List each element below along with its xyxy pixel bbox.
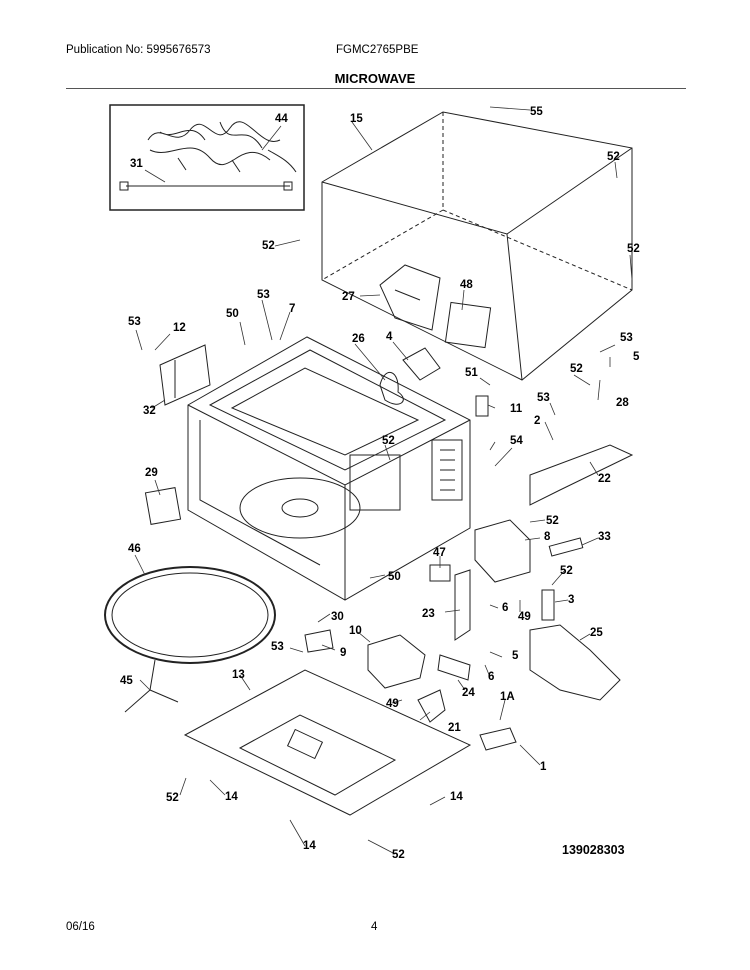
bracket-23 (454, 569, 471, 641)
callout-label: 52 (546, 515, 559, 527)
bracket-21 (417, 689, 446, 723)
callout-label: 49 (518, 611, 531, 623)
callout-label: 11 (510, 403, 523, 415)
callout-label: 14 (303, 840, 316, 852)
callout-label: 28 (616, 397, 629, 409)
callout-label: 5 (512, 650, 519, 662)
model-number: FGMC2765PBE (336, 44, 419, 56)
callout-label: 55 (530, 106, 543, 118)
footer-date: 06/16 (66, 921, 95, 933)
header-rule (66, 88, 686, 89)
callout-label: 10 (349, 625, 362, 637)
callout-label: 14 (225, 791, 238, 803)
capacitor-3 (541, 589, 555, 621)
callout-label: 44 (275, 113, 288, 125)
label-48 (444, 301, 492, 349)
callout-label: 2 (534, 415, 540, 427)
callout-label: 8 (544, 531, 551, 543)
figure-id: 139028303 (562, 843, 625, 857)
callout-label: 53 (128, 316, 141, 328)
callout-label: 26 (352, 333, 365, 345)
callout-label: 52 (262, 240, 275, 252)
bottom-plate-13 (183, 669, 472, 816)
callout-label: 5 (633, 351, 640, 363)
callout-label: 53 (537, 392, 550, 404)
callout-label: 52 (166, 792, 179, 804)
callout-label: 52 (627, 243, 640, 255)
callout-label: 6 (502, 602, 508, 614)
outer-cabinet (321, 111, 633, 381)
callout-label: 53 (271, 641, 284, 653)
callout-label: 47 (433, 547, 446, 559)
transformer-10 (367, 634, 426, 689)
callout-label: 53 (620, 332, 633, 344)
callout-label: 21 (448, 722, 461, 734)
callout-label: 12 (173, 322, 186, 334)
callout-label: 54 (510, 435, 523, 447)
callout-label: 23 (422, 608, 435, 620)
leader-lines (134, 106, 633, 855)
callout-label: 15 (350, 113, 363, 125)
callout-label: 1 (540, 761, 547, 773)
callout-label: 7 (289, 303, 295, 315)
part-33 (548, 537, 584, 557)
fan-duct-25 (529, 624, 621, 701)
turntable-ring-46 (104, 566, 276, 664)
transformer-8 (474, 519, 531, 583)
fan-blade-26 (379, 372, 404, 405)
callout-label: 13 (232, 669, 245, 681)
callout-label: 24 (462, 687, 475, 699)
callout-label: 50 (388, 571, 401, 583)
callout-label: 31 (130, 158, 143, 170)
callout-label: 3 (568, 594, 574, 606)
page-number: 4 (371, 921, 378, 933)
diode-9 (304, 629, 334, 653)
callout-label: 52 (607, 151, 620, 163)
callout-label: 29 (145, 467, 158, 479)
bracket-24 (437, 654, 471, 681)
diagram-title: MICROWAVE (334, 71, 416, 86)
label-29 (144, 487, 182, 525)
bracket-22 (529, 444, 634, 506)
callout-label: 51 (465, 367, 478, 379)
roller-support-45 (124, 659, 179, 713)
callout-label: 33 (598, 531, 611, 543)
oven-cavity (187, 336, 471, 601)
callout-label: 32 (143, 405, 156, 417)
callout-label: 48 (460, 279, 473, 291)
callout-label: 45 (120, 675, 133, 687)
callout-label: 52 (560, 565, 573, 577)
fuse-1a (479, 727, 517, 751)
callout-label: 27 (342, 291, 355, 303)
fan-motor-4 (402, 347, 441, 381)
wire-harness-illustration (147, 121, 297, 173)
callout-label: 52 (392, 849, 405, 861)
callout-label: 53 (257, 289, 270, 301)
callout-label: 22 (598, 473, 611, 485)
publication-number: Publication No: 5995676573 (66, 44, 211, 56)
switch-11 (475, 395, 489, 417)
callout-label: 30 (331, 611, 344, 623)
callout-label: 49 (386, 698, 399, 710)
callout-label: 46 (128, 543, 141, 555)
callout-label: 52 (382, 435, 395, 447)
wire-lead-illustration (119, 181, 293, 191)
callout-label: 50 (226, 308, 239, 320)
inset-box (109, 104, 305, 211)
callout-label: 14 (450, 791, 463, 803)
callout-label: 25 (590, 627, 603, 639)
callout-label: 6 (488, 671, 494, 683)
callout-label: 9 (340, 647, 346, 659)
callout-label: 1A (500, 691, 515, 703)
callout-label: 52 (570, 363, 583, 375)
bracket-32 (159, 344, 211, 406)
callout-label: 4 (386, 331, 393, 343)
duct-27 (379, 264, 441, 331)
